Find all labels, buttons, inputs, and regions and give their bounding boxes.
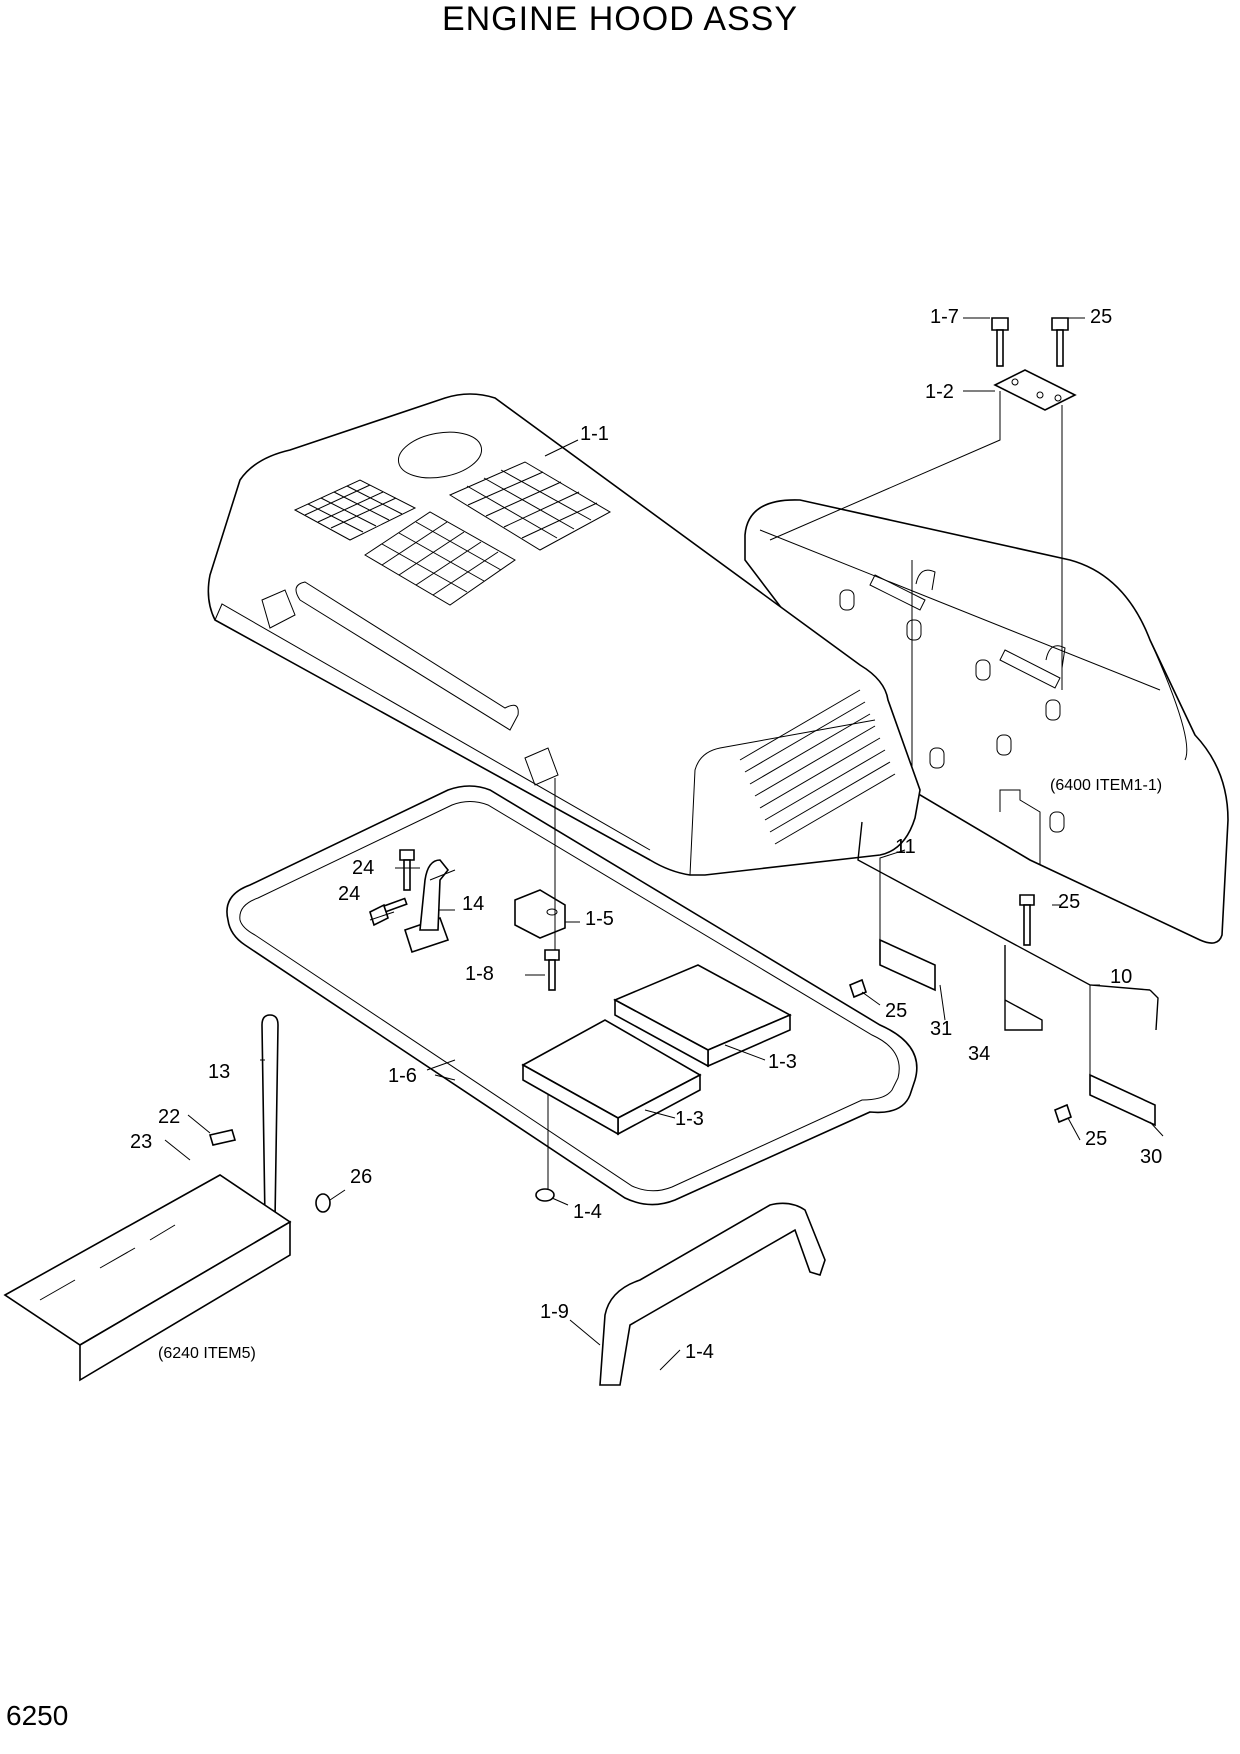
callout-25-low: 25 [1085, 1128, 1107, 1150]
stopper-block [514, 889, 566, 939]
callout-1-3-b: 1-3 [675, 1108, 704, 1130]
callout-25-right: 25 [1058, 891, 1080, 913]
callout-22: 22 [158, 1106, 180, 1128]
insulation-pad-upper [613, 964, 792, 1068]
callout-1-1: 1-1 [580, 423, 609, 445]
callout-1-7: 1-7 [930, 306, 959, 328]
callout-14: 14 [462, 893, 484, 915]
hood-grille-left [293, 479, 417, 541]
leader-lines [164, 317, 1164, 1371]
bolts-group [315, 317, 1072, 1213]
callout-24-b: 24 [338, 883, 360, 905]
engine-hood-cover [207, 393, 921, 876]
hood-handle [599, 1202, 826, 1386]
callout-11: 11 [895, 836, 916, 858]
callout-1-4-b: 1-4 [685, 1341, 714, 1363]
hood-stay [208, 1014, 279, 1221]
callout-1-9: 1-9 [540, 1301, 569, 1323]
support-rods [857, 821, 1159, 1127]
insulation-pad-lower [521, 1019, 702, 1136]
callout-1-6: 1-6 [388, 1065, 417, 1087]
hood-inner-panel [226, 785, 918, 1206]
callout-1-3-a: 1-3 [768, 1051, 797, 1073]
callout-24-a: 24 [352, 857, 374, 879]
callout-34: 34 [968, 1043, 990, 1065]
hood-grille-center [364, 511, 516, 606]
callout-ref-6400: (6400 ITEM1-1) [1050, 777, 1162, 794]
callout-1-4-a: 1-4 [573, 1201, 602, 1223]
callout-13: 13 [208, 1061, 230, 1083]
hood-louvres [739, 689, 896, 845]
hood-latch [404, 859, 456, 954]
callout-25-mid: 25 [885, 1000, 907, 1022]
callout-1-5: 1-5 [585, 908, 614, 930]
callout-31: 31 [930, 1018, 952, 1040]
callout-10: 10 [1110, 966, 1132, 988]
callout-26: 26 [350, 1166, 372, 1188]
callout-1-8: 1-8 [465, 963, 494, 985]
hood-grille-right [448, 461, 612, 551]
callout-23: 23 [130, 1131, 152, 1153]
mounting-bracket [3, 1174, 292, 1382]
callout-labels: 1-7 25 1-2 1-1 (6400 ITEM1-1) 11 25 10 2… [130, 306, 1162, 1363]
radiator-hood-panel [744, 499, 1229, 944]
page-title: ENGINE HOOD ASSY [441, 0, 799, 38]
callout-25-top: 25 [1090, 306, 1112, 328]
page-number: 6250 [6, 1700, 69, 1731]
hood-hinge [993, 369, 1077, 411]
callout-ref-6240: (6240 ITEM5) [158, 1345, 256, 1362]
callout-1-2: 1-2 [925, 381, 954, 403]
callout-30: 30 [1140, 1146, 1162, 1168]
